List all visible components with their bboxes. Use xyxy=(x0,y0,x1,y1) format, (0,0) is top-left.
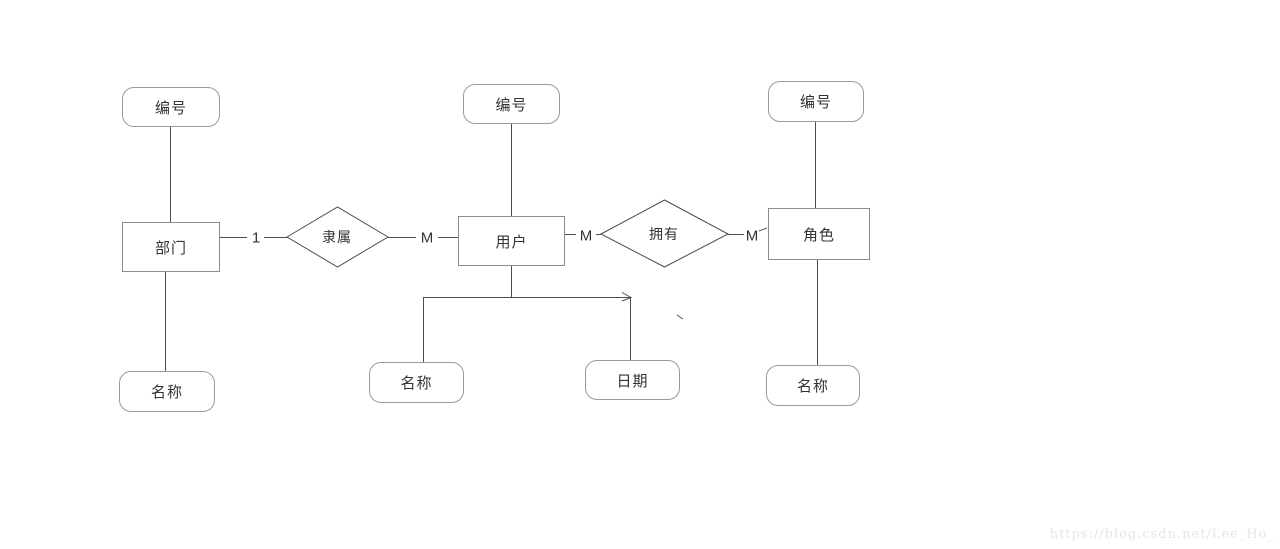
cardinality-department-1: 1 xyxy=(251,229,261,247)
entity-user: 用户 xyxy=(458,216,565,266)
branch-arrowhead xyxy=(621,292,633,302)
cardinality-owns-role-m: M xyxy=(745,227,759,245)
attribute-user-date: 日期 xyxy=(585,360,680,400)
relationship-owns-label: 拥有 xyxy=(649,226,679,242)
attribute-role-id: 编号 xyxy=(768,81,864,122)
diamond-owns xyxy=(599,199,730,268)
stray-tick-m xyxy=(758,227,768,232)
cardinality-user-owns-m: M xyxy=(579,227,593,245)
attribute-role-name: 名称 xyxy=(766,365,860,406)
relationship-belongs-to-label: 隶属 xyxy=(322,229,352,245)
cardinality-belongs-user-m: M xyxy=(420,229,434,247)
entity-department: 部门 xyxy=(122,222,220,272)
csdn-watermark: https://blog.csdn.net/Lee_Ho_ xyxy=(1049,527,1275,542)
stray-mark xyxy=(676,314,684,320)
diamond-belongs-to xyxy=(286,206,389,268)
entity-role: 角色 xyxy=(768,208,870,260)
attribute-user-id: 编号 xyxy=(463,84,560,124)
attribute-user-name: 名称 xyxy=(369,362,464,403)
attribute-department-id: 编号 xyxy=(122,87,220,127)
attribute-department-name: 名称 xyxy=(119,371,215,412)
